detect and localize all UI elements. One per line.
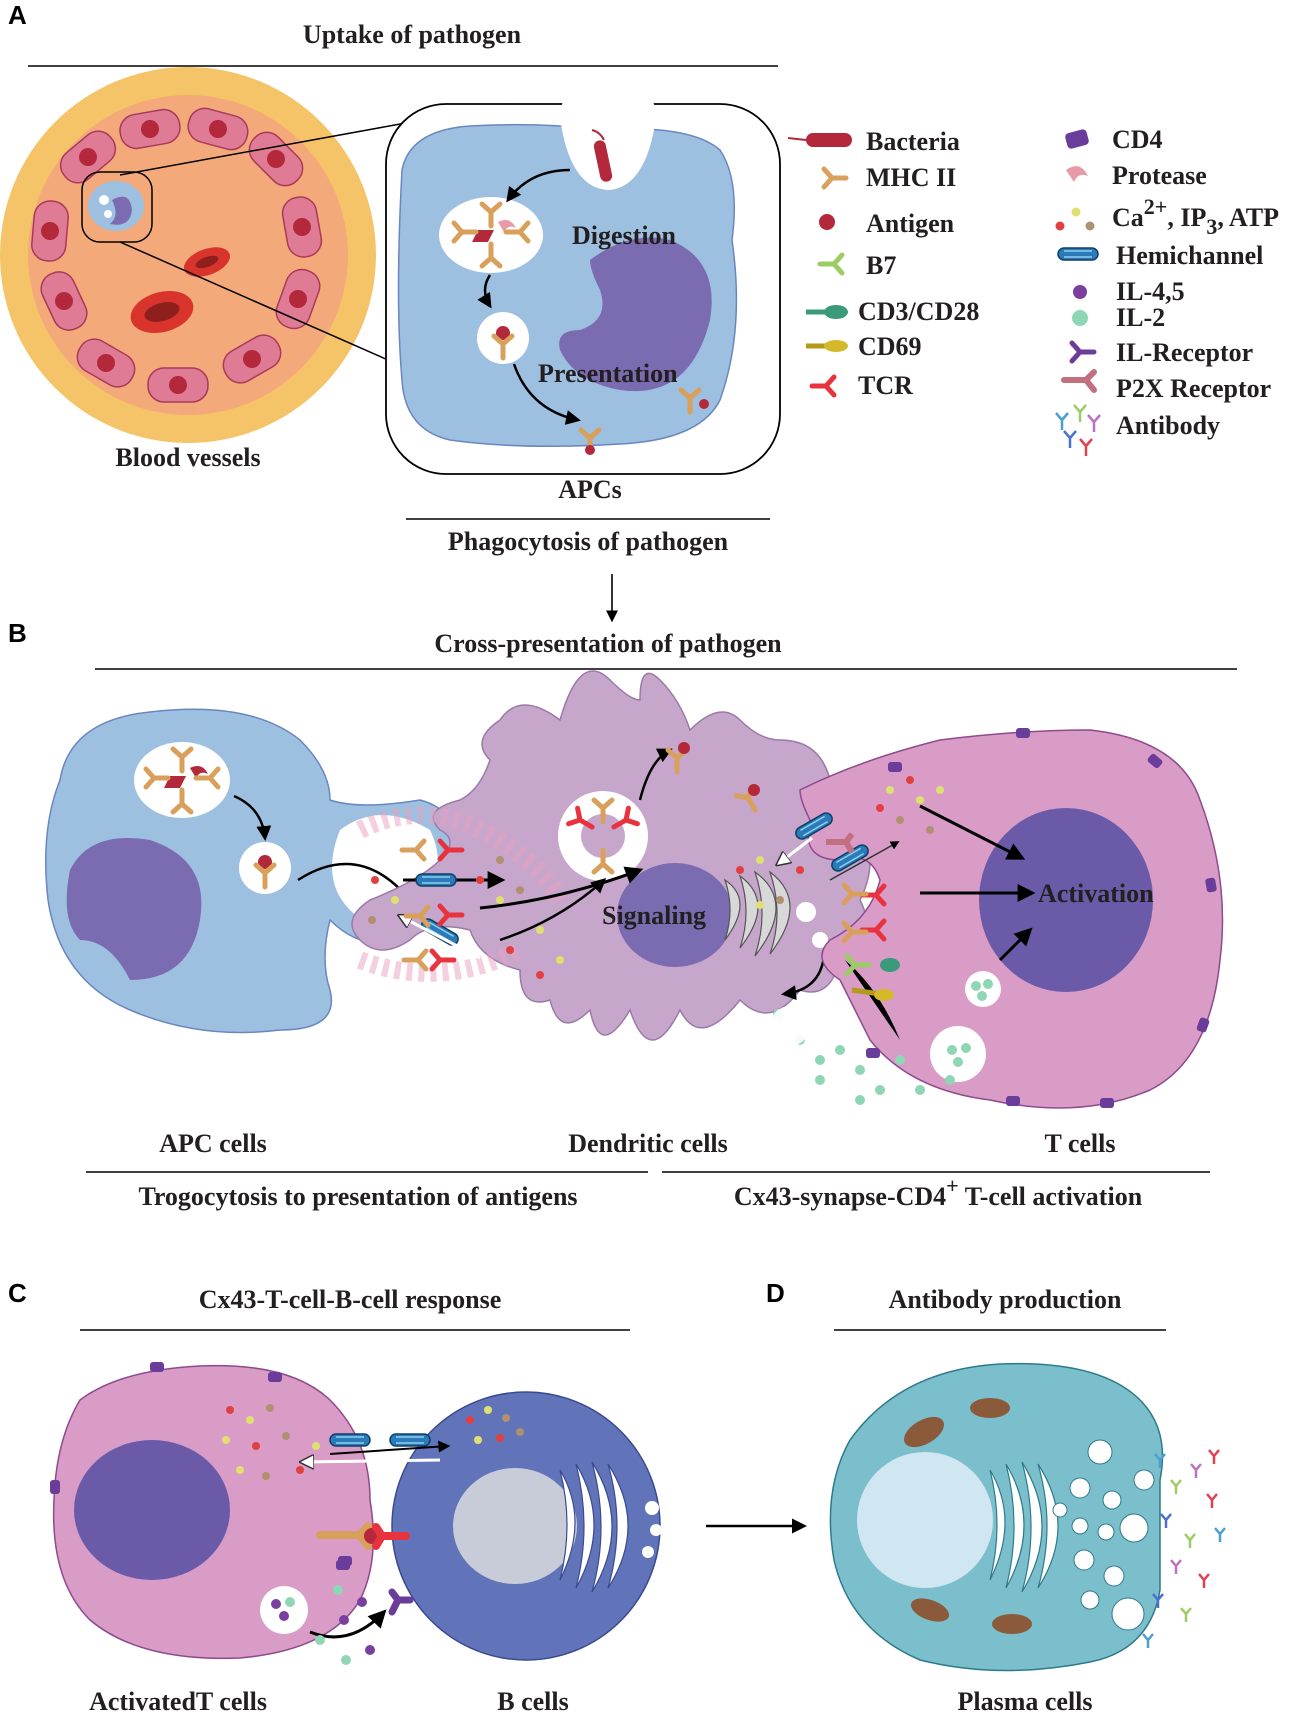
legend-mhc2-label: MHC II (866, 163, 956, 192)
legend-cd4-icon (1065, 129, 1089, 149)
t-cell-illustration (770, 728, 1224, 1109)
plasma-cell-illustration (829, 1362, 1226, 1672)
activation-label: Activation (1038, 879, 1154, 908)
apcs-label: APCs (558, 475, 622, 504)
apc-cell-illustration (45, 708, 461, 1034)
panel-label-b: B (8, 618, 27, 648)
panel-label-d: D (766, 1278, 785, 1308)
legend-cd3-cd28-icon (806, 305, 848, 319)
legend-il45-label: IL-4,5 (1116, 277, 1185, 306)
blood-vessel-illustration (0, 67, 376, 443)
legend-hemichannel-label: Hemichannel (1116, 241, 1263, 270)
section-b-title: Cross-presentation of pathogen (434, 629, 782, 658)
signaling-label: Signaling (602, 901, 706, 930)
legend-cd3-cd28-label: CD3/CD28 (858, 297, 979, 326)
zoom-line-bottom (119, 241, 389, 361)
legend-bacteria-label: Bacteria (866, 127, 960, 156)
legend-hemichannel-icon (1057, 247, 1099, 261)
b-cell-illustration (391, 1391, 662, 1661)
t-cells-label: T cells (1044, 1129, 1115, 1158)
section-a-title: Uptake of pathogen (303, 20, 522, 49)
phagocytosis-label: Phagocytosis of pathogen (448, 527, 729, 556)
legend-ca-ip3-atp-icon (1055, 207, 1095, 231)
dendritic-cells-label: Dendritic cells (568, 1129, 728, 1158)
legend-ca-ip3-atp-label: Ca2+, IP3, ATP (1112, 194, 1279, 239)
legend-il-receptor-icon (1072, 343, 1094, 361)
legend-cd4-label: CD4 (1112, 125, 1163, 154)
section-d-title: Antibody production (889, 1285, 1122, 1314)
legend-antigen-icon (819, 214, 835, 230)
legend: Bacteria MHC II Antigen B7 CD3/CD28 CD69… (787, 125, 1279, 456)
trogocytosis-label: Trogocytosis to presentation of antigens (138, 1182, 577, 1211)
cx43-synapse-label: Cx43-synapse-CD4+ T-cell activation (734, 1173, 1143, 1211)
legend-b7-icon (820, 255, 842, 273)
dendritic-cell-illustration (351, 670, 871, 1041)
legend-b7-label: B7 (866, 251, 896, 280)
legend-cd69-icon (806, 340, 848, 352)
legend-il2-icon (1072, 310, 1088, 326)
presentation-label: Presentation (538, 359, 678, 388)
legend-protease-icon (1066, 166, 1088, 182)
activated-t-cell-illustration (50, 1362, 375, 1660)
apc-zoom-illustration (385, 70, 781, 475)
legend-p2x-receptor-label: P2X Receptor (1116, 374, 1271, 403)
section-c-title: Cx43-T-cell-B-cell response (199, 1285, 502, 1314)
legend-antibody-icon (1054, 404, 1101, 456)
legend-il-receptor-label: IL-Receptor (1116, 338, 1253, 367)
legend-antibody-label: Antibody (1116, 411, 1220, 440)
digestion-label: Digestion (572, 221, 677, 250)
legend-bacteria-icon (787, 133, 852, 147)
legend-p2x-receptor-icon (1061, 369, 1097, 393)
legend-cd69-label: CD69 (858, 332, 922, 361)
panel-label-c: C (8, 1278, 27, 1308)
legend-protease-label: Protease (1112, 161, 1207, 190)
legend-il45-icon (1073, 285, 1087, 299)
legend-tcr-label: TCR (858, 371, 913, 400)
legend-mhc2-icon (824, 169, 846, 187)
blood-vessels-label: Blood vessels (115, 443, 260, 472)
panel-label-a: A (8, 0, 27, 30)
apc-cells-label: APC cells (159, 1129, 267, 1158)
legend-il2-label: IL-2 (1116, 303, 1165, 332)
t-b-synapse (302, 1433, 451, 1665)
legend-antigen-label: Antigen (866, 209, 955, 238)
plasma-cells-label: Plasma cells (957, 1687, 1092, 1713)
b-cells-label: B cells (497, 1687, 569, 1713)
legend-tcr-icon (812, 377, 834, 395)
activated-t-cells-label: ActivatedT cells (89, 1687, 267, 1713)
